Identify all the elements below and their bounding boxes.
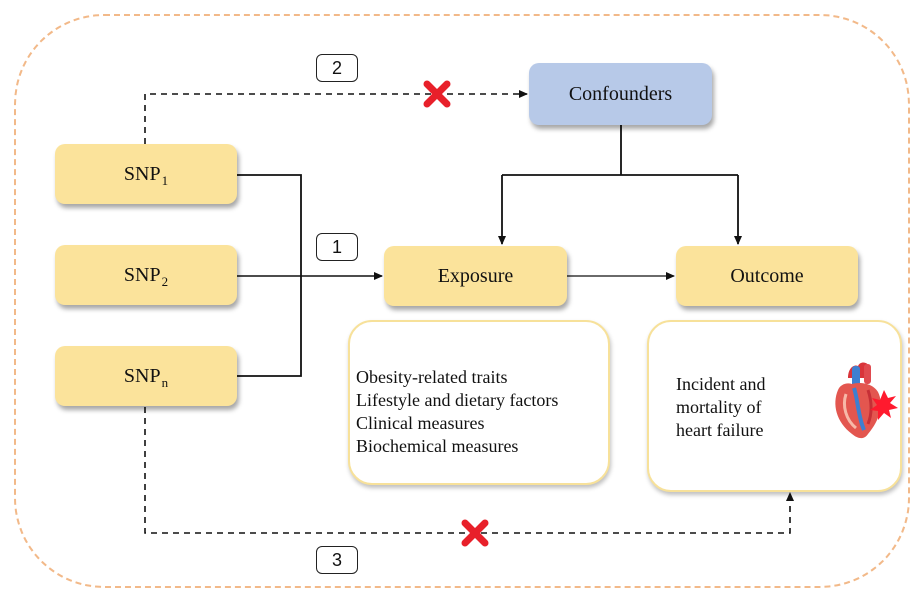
exposure-box: Exposure <box>384 246 567 306</box>
outcome-description-line: heart failure <box>676 420 764 440</box>
snp-n-subscript: n <box>161 375 169 390</box>
snp-n-label: SNP <box>123 364 161 387</box>
outcome-description-line: Incident and <box>676 374 766 394</box>
exposure-example-item: Clinical measures <box>356 413 485 433</box>
exposure-example-item: Obesity-related traits <box>356 367 508 387</box>
path-1-badge: 1 <box>316 233 358 261</box>
snp-2-label: SNP <box>123 263 161 286</box>
cross-icon <box>461 519 489 547</box>
outer-dashed-frame <box>14 14 910 588</box>
outcome-description-line: mortality of <box>676 397 762 417</box>
snp-1-subscript: 1 <box>161 173 169 188</box>
path-3-badge: 3 <box>316 546 358 574</box>
exposure-example-item: Lifestyle and dietary factors <box>356 390 559 410</box>
path-2-badge: 2 <box>316 54 358 82</box>
heart-icon <box>835 362 898 439</box>
exposure-example-item: Biochemical measures <box>356 436 519 456</box>
snp-2-subscript: 2 <box>161 274 169 289</box>
outcome-box: Outcome <box>676 246 858 306</box>
snp-1-label: SNP <box>123 162 161 185</box>
cross-icon <box>423 80 451 108</box>
exposure-examples-box: Obesity-related traits Lifestyle and die… <box>348 320 610 485</box>
confounders-box: Confounders <box>529 63 712 125</box>
